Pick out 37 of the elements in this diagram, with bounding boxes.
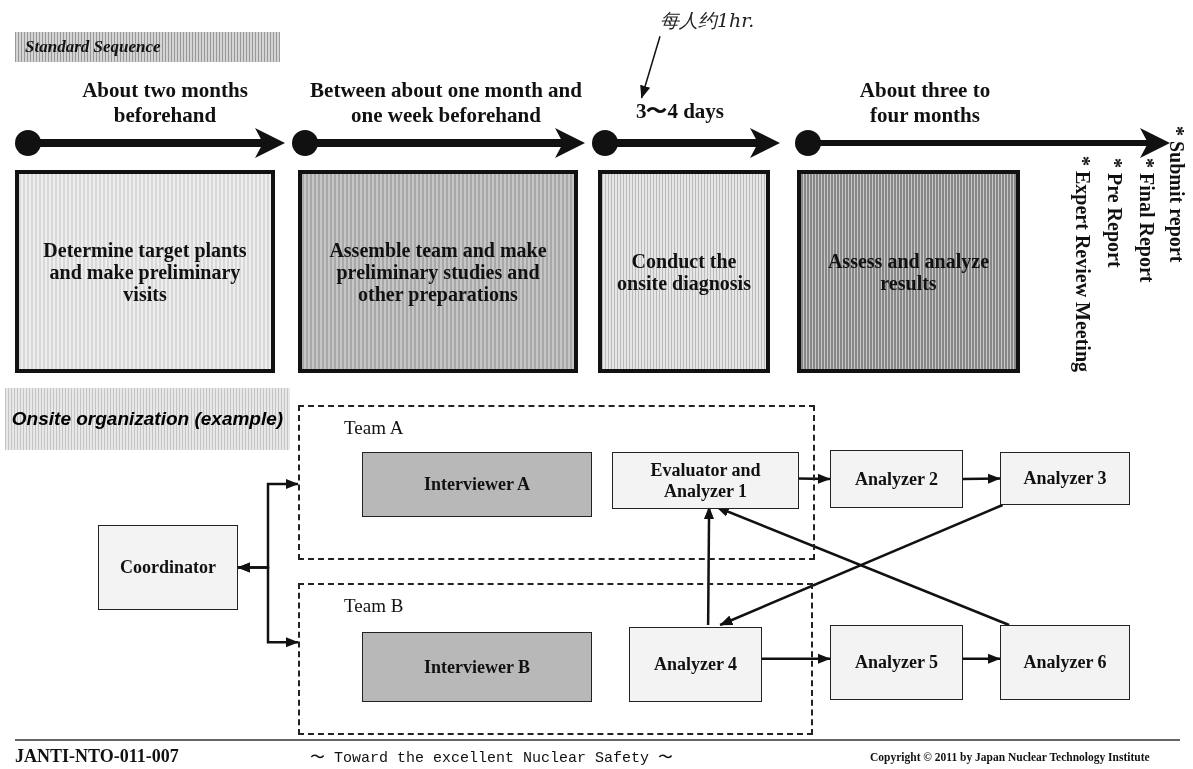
process-box: Analyzer 3 xyxy=(1000,452,1130,505)
section-band: Onsite organization (example) xyxy=(5,388,290,450)
step-note: * Pre Report xyxy=(1102,158,1126,268)
step-note: * Final Report xyxy=(1134,158,1158,283)
process-box: Analyzer 5 xyxy=(830,625,963,700)
phase-box: Assess and analyze results xyxy=(797,170,1020,373)
section-band: Standard Sequence xyxy=(15,32,280,62)
phase-box: Assemble team and make preliminary studies and other preparations xyxy=(298,170,578,373)
team-box xyxy=(298,405,815,560)
process-box: Analyzer 4 xyxy=(629,627,762,702)
document-code: JANTI-NTO-011-007 xyxy=(15,746,180,768)
process-box: Analyzer 2 xyxy=(830,450,963,508)
arrow xyxy=(963,653,1001,664)
handwritten-note: 每人约1hr. xyxy=(660,4,772,38)
slogan: 〜 Toward the excellent Nuclear Safety 〜 xyxy=(310,749,675,769)
team-label: Team A xyxy=(344,417,404,439)
phase-heading: 3〜4 days xyxy=(600,98,760,124)
process-box: Interviewer B xyxy=(362,632,592,702)
copyright-note: Copyright © 2011 by Japan Nuclear Technology Institute xyxy=(870,751,1151,766)
phase-heading: About three to four months xyxy=(858,78,992,129)
arrow xyxy=(237,562,299,648)
arrow xyxy=(963,473,1001,484)
arrow xyxy=(760,653,831,664)
process-box: Coordinator xyxy=(98,525,238,610)
phase-heading: Between about one month and one week beforehand xyxy=(309,78,583,129)
phase-heading: About two months beforehand xyxy=(81,78,249,129)
process-box: Evaluator and Analyzer 1 xyxy=(612,452,799,509)
step-note: * Expert Review Meeting xyxy=(1070,156,1094,373)
team-box xyxy=(298,583,813,735)
phase-box: Determine target plants and make preliminary visits xyxy=(15,170,275,373)
process-box: Analyzer 6 xyxy=(1000,625,1130,700)
arrow xyxy=(797,473,831,484)
process-box: Interviewer A xyxy=(362,452,592,517)
team-label: Team B xyxy=(344,595,404,617)
phase-box: Conduct the onsite diagnosis xyxy=(598,170,770,373)
hand-drawn-arrow xyxy=(640,35,661,99)
step-note: * Submit report xyxy=(1164,126,1188,263)
